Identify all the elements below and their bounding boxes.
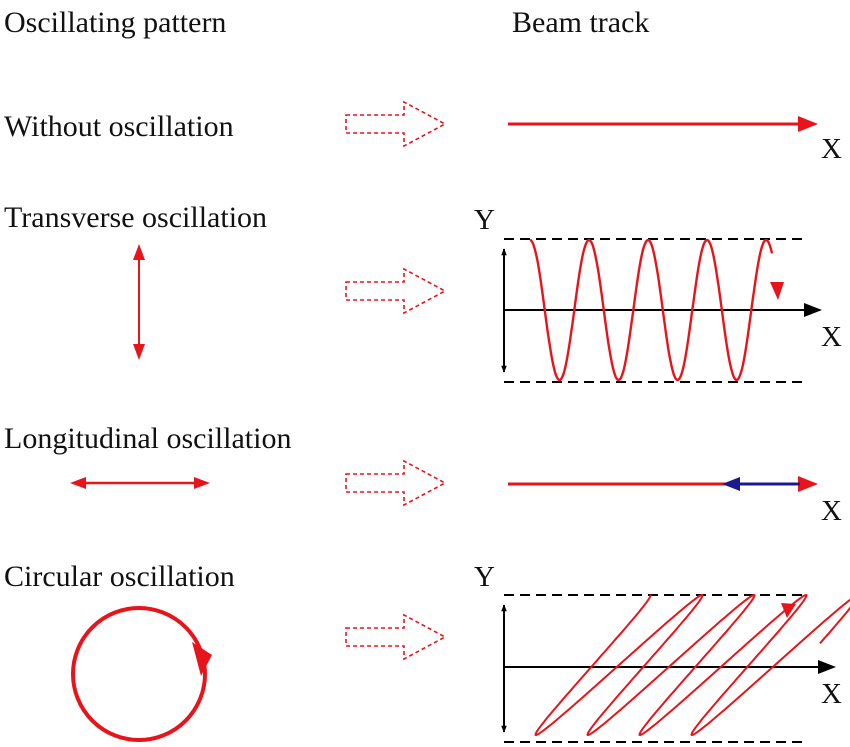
reverse-arrow-head (722, 477, 740, 491)
x-axis-label-row2: X (821, 321, 842, 353)
wave-arrow-head (770, 282, 784, 300)
horizontal-double-arrow-icon (70, 477, 210, 489)
track-without-oscillation (508, 116, 818, 132)
dashed-arrow-icon-row1 (345, 100, 447, 148)
dashed-arrow-icon-row2 (345, 267, 447, 315)
track-longitudinal-oscillation (508, 476, 818, 492)
vertical-double-arrow-icon (133, 244, 145, 360)
label-transverse-oscillation: Transverse oscillation (4, 201, 267, 234)
x-axis-label-row1: X (821, 133, 842, 165)
x-axis-label-row4: X (821, 678, 842, 710)
x-axis-label-row3: X (821, 495, 842, 527)
track-header: Beam track (512, 6, 649, 39)
coil-arrow-head (781, 603, 796, 618)
label-circular-oscillation: Circular oscillation (4, 560, 235, 593)
circular-coil (534, 593, 850, 737)
dashed-arrow-icon-row3 (345, 459, 447, 507)
track-transverse-oscillation (501, 238, 822, 383)
label-without-oscillation: Without oscillation (4, 110, 234, 143)
y-axis-label-row2: Y (474, 204, 495, 236)
transverse-wave (529, 238, 774, 382)
pattern-header: Oscillating pattern (4, 6, 226, 39)
label-longitudinal-oscillation: Longitudinal oscillation (4, 422, 291, 455)
y-axis-label-row4: Y (474, 561, 495, 593)
track-circular-oscillation (501, 593, 850, 743)
dashed-arrow-icon-row4 (345, 613, 447, 661)
circular-arrow-icon (71, 606, 212, 742)
